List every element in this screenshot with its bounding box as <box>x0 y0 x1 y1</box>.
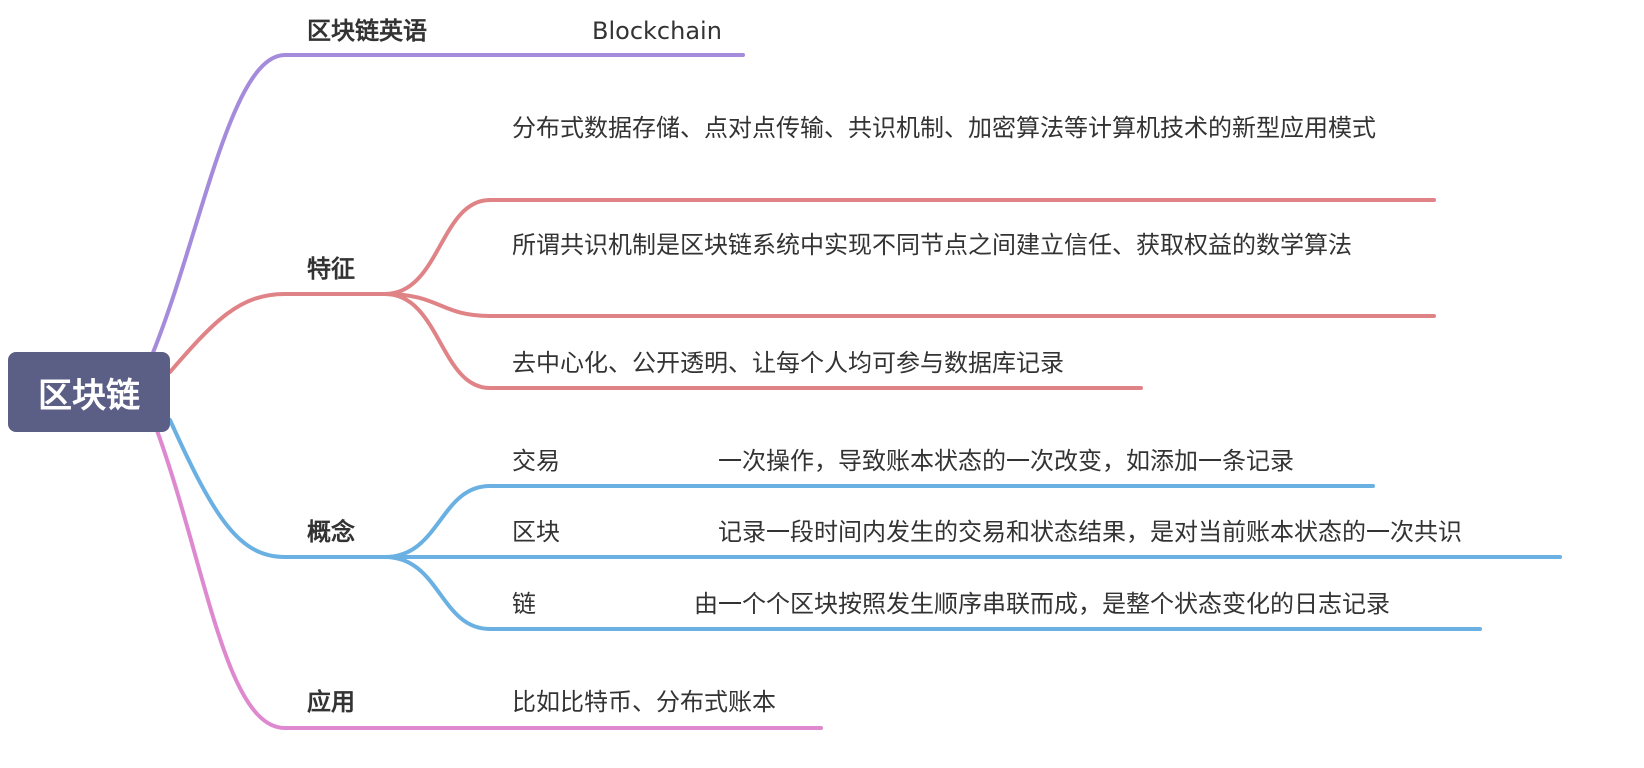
application-item[interactable]: 比如比特币、分布式账本 <box>512 688 776 716</box>
concept-block-detail[interactable]: 记录一段时间内发生的交易和状态结果，是对当前账本状态的一次共识 <box>718 518 1462 546</box>
feature-item-2[interactable]: 所谓共识机制是区块链系统中实现不同节点之间建立信任、获取权益的数学算法 <box>512 231 1352 259</box>
branch-english-label[interactable]: 区块链英语 <box>307 17 427 45</box>
root-node[interactable]: 区块链 <box>8 352 170 432</box>
connector-feature-2 <box>383 292 492 318</box>
connector-concepts <box>168 418 287 559</box>
connector-concept-1 <box>383 484 492 559</box>
root-label: 区块链 <box>38 375 140 416</box>
connector-applications <box>153 423 287 730</box>
connector-feature-1 <box>383 198 492 296</box>
connector-english <box>148 53 287 362</box>
concept-transaction-detail[interactable]: 一次操作，导致账本状态的一次改变，如添加一条记录 <box>718 447 1294 475</box>
branch-features-label[interactable]: 特征 <box>307 255 355 283</box>
branch-concepts-label[interactable]: 概念 <box>307 518 355 546</box>
connector-feature-3 <box>383 292 492 390</box>
connector-concept-3 <box>383 555 492 631</box>
concept-transaction-label[interactable]: 交易 <box>512 447 560 475</box>
branch-applications-label[interactable]: 应用 <box>307 688 355 716</box>
concept-chain-label[interactable]: 链 <box>512 590 536 618</box>
concept-chain-detail[interactable]: 由一个个区块按照发生顺序串联而成，是整个状态变化的日志记录 <box>694 590 1390 618</box>
feature-item-3[interactable]: 去中心化、公开透明、让每个人均可参与数据库记录 <box>512 349 1064 377</box>
feature-item-1[interactable]: 分布式数据存储、点对点传输、共识机制、加密算法等计算机技术的新型应用模式 <box>512 114 1376 142</box>
connector-features <box>168 292 287 374</box>
concept-block-label[interactable]: 区块 <box>512 518 560 546</box>
english-term[interactable]: Blockchain <box>592 17 722 45</box>
